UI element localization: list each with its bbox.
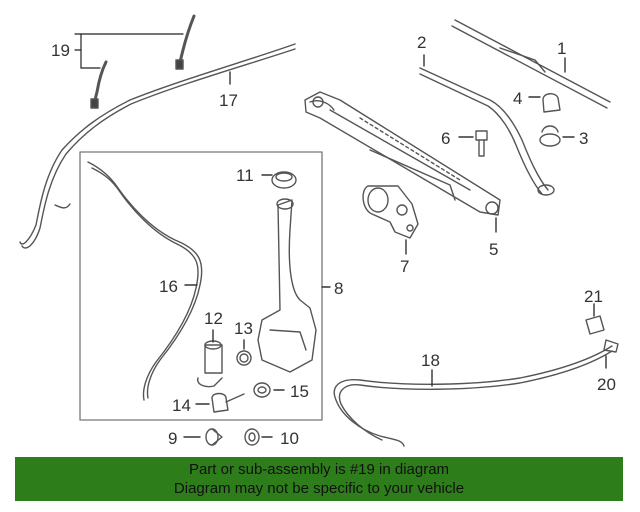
callout-6: 6 [441,129,450,148]
part-14-pump [195,392,245,413]
callout-15: 15 [290,382,309,401]
part-5-linkage [304,91,501,233]
callout-21: 21 [584,287,603,306]
part-20-nozzle [603,339,619,369]
banner-line-1: Part or sub-assembly is #19 in diagram [188,461,450,478]
callout-10: 10 [280,429,299,448]
callout-5: 5 [489,240,498,259]
callout-17: 17 [219,91,238,110]
part-21-bracket [585,303,605,335]
part-1-wiper-blade [451,19,611,109]
part-9-clip [183,428,223,446]
part-17-hose [19,43,296,249]
part-13-seal [236,339,252,366]
part-8-reservoir-box [79,151,331,421]
callout-9: 9 [168,429,177,448]
callout-2: 2 [417,33,426,52]
callout-3: 3 [579,129,588,148]
callout-7: 7 [400,257,409,276]
callout-13: 13 [234,319,253,338]
part-19-nozzles [90,14,196,109]
part-6-bolt [458,130,488,157]
callout-20: 20 [597,375,616,394]
part-15-grommet [253,382,285,398]
callout-11: 11 [236,166,254,185]
callout-4: 4 [513,89,522,108]
part-11-cap [261,171,297,189]
reservoir-tank [257,198,317,373]
part-4-cap [528,93,561,113]
part-19-bracket [74,33,184,69]
callout-1: 1 [557,39,566,58]
callout-12: 12 [204,309,223,328]
callout-labels: 1 2 3 4 5 6 7 8 9 10 11 12 13 14 15 16 1… [51,33,616,448]
callout-8: 8 [334,279,343,298]
part-7-motor [362,185,419,255]
banner-line-2: Diagram may not be specific to your vehi… [173,480,465,497]
part-2-wiper-arm [419,54,555,196]
part-16-hose [87,161,203,401]
info-banner: Part or sub-assembly is #19 in diagram D… [15,457,623,501]
callout-18: 18 [421,351,440,370]
part-18-hose [333,345,613,447]
callout-19: 19 [51,41,70,60]
part-10-nut [244,428,273,446]
part-12-pump [197,329,223,388]
callout-14: 14 [172,396,191,415]
callout-16: 16 [159,277,178,296]
part-3-grommet [539,125,575,147]
